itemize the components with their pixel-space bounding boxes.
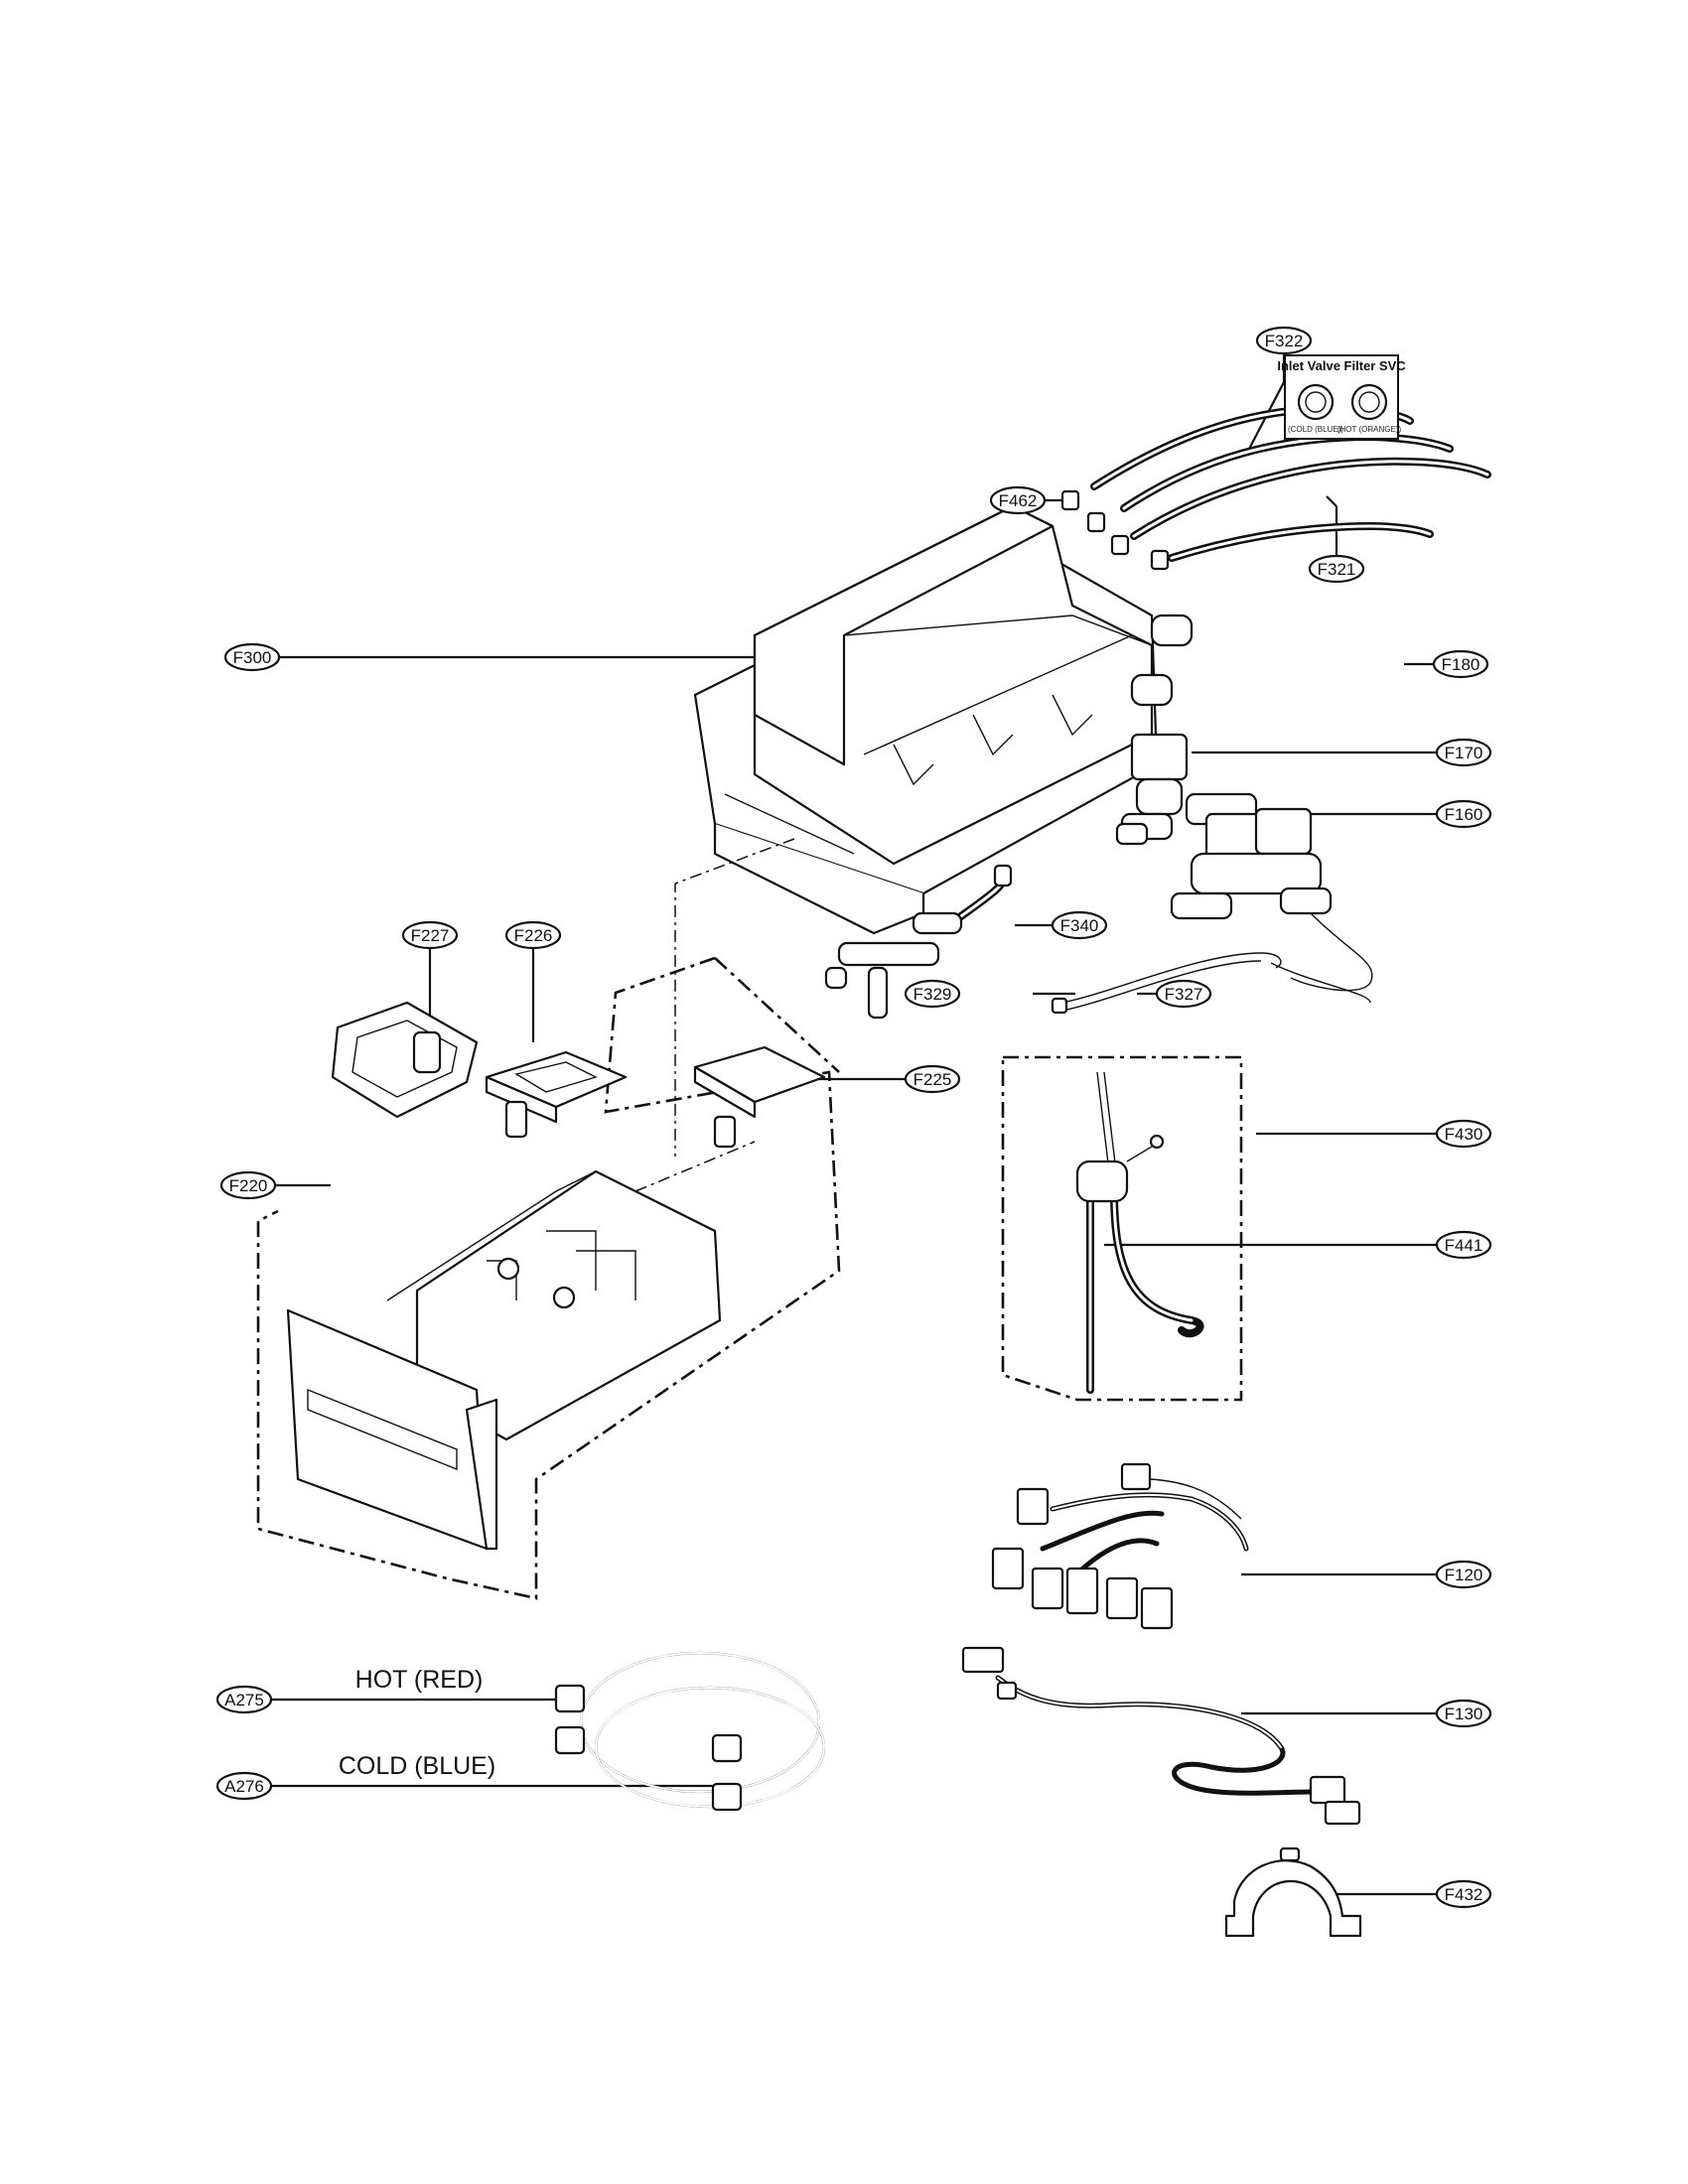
inlet-hoses: [1060, 404, 1491, 571]
svg-text:F120: F120: [1445, 1566, 1483, 1584]
callout-f180: F180: [1432, 649, 1489, 679]
callout-f322: F322: [1255, 326, 1313, 355]
callout-f170: F170: [1435, 738, 1492, 767]
svg-text:F441: F441: [1445, 1236, 1483, 1255]
svg-text:F462: F462: [999, 491, 1038, 510]
svg-text:F327: F327: [1165, 985, 1203, 1004]
cold-hose-label: COLD (BLUE): [339, 1752, 495, 1780]
svg-text:F130: F130: [1445, 1705, 1483, 1723]
svg-text:F225: F225: [914, 1070, 952, 1089]
callout-f226: F226: [504, 920, 562, 950]
callout-f300: F300: [223, 642, 281, 672]
inlet-valve-filter-inset: Inlet Valve Filter SVC (COLD (BLUE)) (HO…: [1277, 354, 1406, 440]
inset-right-caption: (HOT (ORANGE)): [1337, 425, 1402, 434]
hot-hose-label: HOT (RED): [355, 1666, 484, 1694]
drain-clip: [1224, 1846, 1362, 1938]
dispenser-housing: [693, 504, 1194, 935]
callout-f160: F160: [1435, 799, 1492, 829]
callout-f321: F321: [1308, 554, 1365, 584]
svg-text:F180: F180: [1442, 655, 1480, 674]
svg-text:A275: A275: [224, 1691, 264, 1709]
inset-title: Inlet Valve Filter SVC: [1277, 358, 1406, 373]
callout-f430: F430: [1435, 1119, 1492, 1149]
callout-f130: F130: [1435, 1699, 1492, 1728]
wire-harness-f130: [961, 1646, 1361, 1826]
callout-f120: F120: [1435, 1560, 1492, 1589]
svg-text:F322: F322: [1265, 332, 1304, 350]
callout-f432: F432: [1435, 1879, 1492, 1909]
supply-hoses: HOT (RED) COLD (BLUE): [339, 1651, 826, 1812]
callout-f220: F220: [219, 1170, 277, 1200]
inset-left-caption: (COLD (BLUE)): [1288, 425, 1343, 434]
callout-f329: F329: [904, 979, 961, 1009]
small-tubes: [824, 864, 1371, 1020]
callout-f225: F225: [904, 1064, 961, 1094]
svg-text:F170: F170: [1445, 744, 1483, 762]
drawer-assembly: [256, 838, 841, 1600]
callout-f462: F462: [989, 485, 1047, 515]
svg-text:F321: F321: [1318, 560, 1356, 579]
svg-text:F340: F340: [1060, 916, 1099, 935]
svg-text:F220: F220: [229, 1176, 268, 1195]
callout-a275: A275: [215, 1685, 273, 1714]
svg-text:A276: A276: [224, 1777, 264, 1796]
wire-harness-f120: [991, 1462, 1249, 1630]
inlet-valves: [1115, 733, 1373, 992]
svg-text:F432: F432: [1445, 1885, 1483, 1904]
svg-text:F300: F300: [233, 648, 272, 667]
callout-a276: A276: [215, 1771, 273, 1801]
svg-text:F430: F430: [1445, 1125, 1483, 1144]
callouts: F322 F462 F321 F300 F180 F170 F160 F340 …: [215, 326, 1492, 1909]
leader-lines: [271, 352, 1437, 1896]
svg-text:F227: F227: [411, 926, 450, 945]
callout-f441: F441: [1435, 1230, 1492, 1260]
callout-f227: F227: [401, 920, 459, 950]
svg-text:F329: F329: [914, 985, 952, 1004]
drain-hose-box: [1001, 1055, 1243, 1402]
callout-f327: F327: [1155, 979, 1212, 1009]
svg-text:F160: F160: [1445, 805, 1483, 824]
callout-f340: F340: [1051, 910, 1108, 940]
svg-text:F226: F226: [514, 926, 553, 945]
